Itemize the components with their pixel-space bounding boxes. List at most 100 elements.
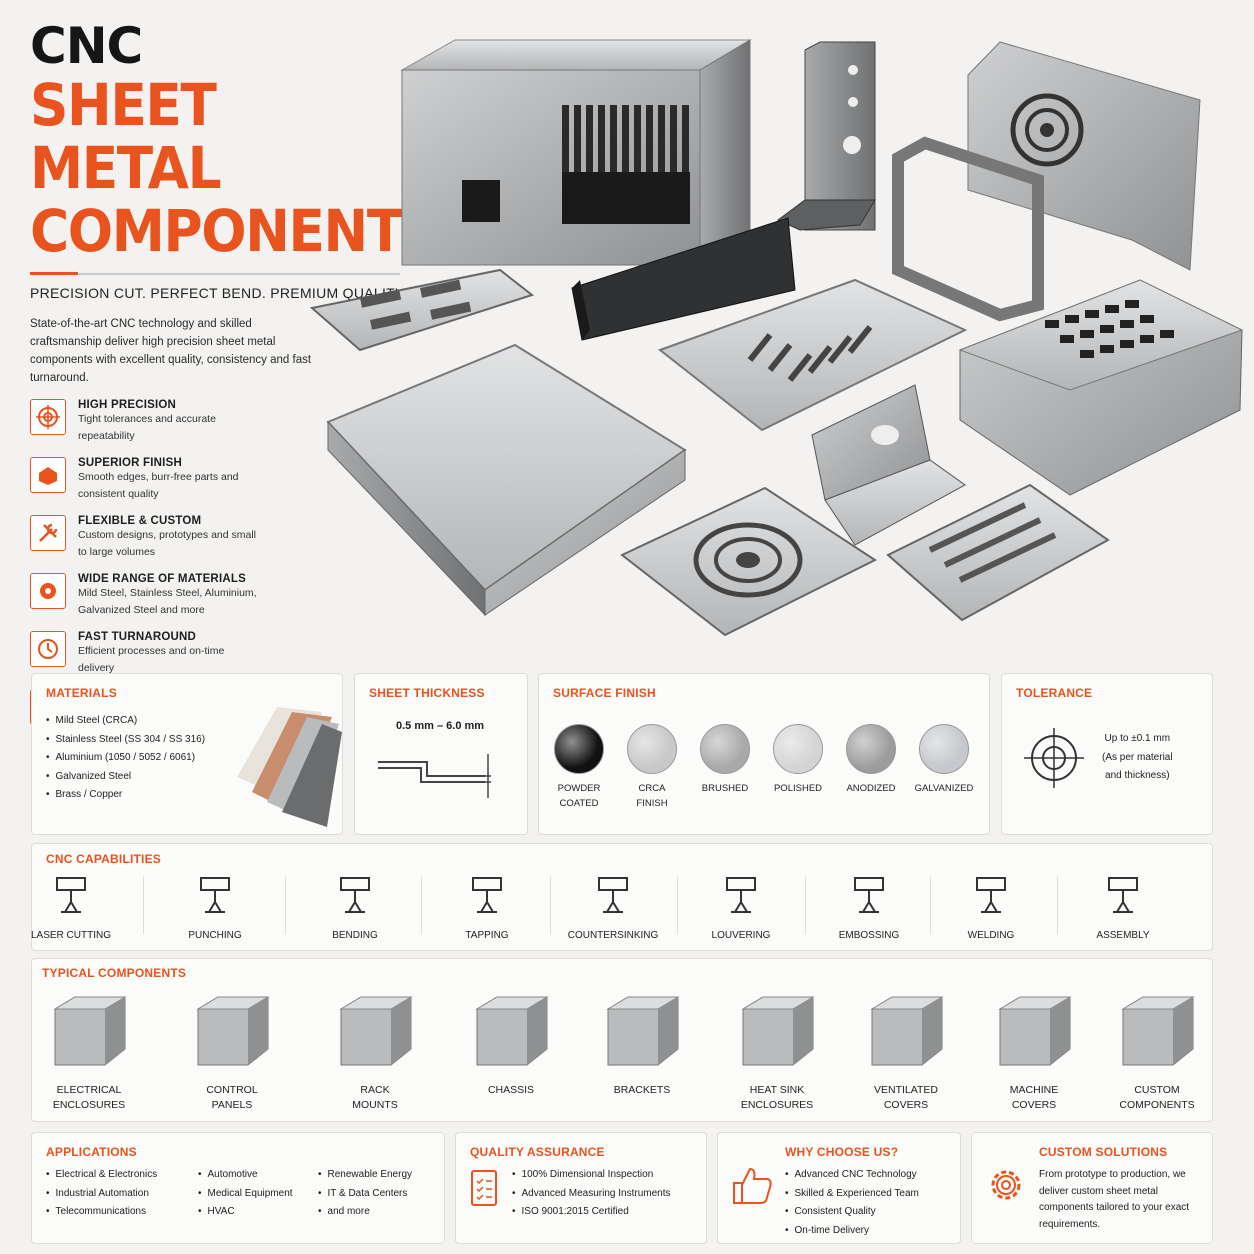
finish-label-line-2: COATED <box>559 798 599 809</box>
thickness-range: 0.5 mm – 6.0 mm <box>396 720 485 732</box>
capability-label: BENDING <box>332 930 378 941</box>
feature-item: FLEXIBLE & CUSTOM Custom designs, prototy… <box>30 515 410 561</box>
custom-text: From prototype to production, we deliver… <box>1039 1169 1190 1230</box>
finish-swatch <box>846 724 896 774</box>
why-title: WHY CHOOSE US? <box>785 1145 899 1159</box>
crosshair-icon <box>1024 728 1084 788</box>
quality-item: 100% Dimensional Inspection <box>512 1166 670 1185</box>
feature-title: WIDE RANGE OF MATERIALS <box>78 573 246 585</box>
feature-desc: Custom designs, prototypes and small to … <box>78 529 257 558</box>
tools-icon <box>30 515 66 551</box>
tolerance-line-1: Up to ±0.1 mm <box>1104 733 1171 744</box>
why-item: Advanced CNC Technology <box>785 1166 919 1185</box>
finish-label: GALVANIZED <box>904 781 984 796</box>
quality-list: 100% Dimensional InspectionAdvanced Meas… <box>512 1166 671 1222</box>
checklist-icon <box>471 1170 497 1206</box>
tagline: PRECISION CUT. PERFECT BEND. PREMIUM QUA… <box>30 285 408 301</box>
feature-desc: Tight tolerances and accurate repeatabil… <box>78 413 216 442</box>
quality-item: Advanced Measuring Instruments <box>512 1185 671 1204</box>
component-label: HEAT SINK ENCLOSURES <box>717 1083 837 1113</box>
countersinking-icon <box>589 872 637 920</box>
capabilities-title: CNC CAPABILITIES <box>46 852 161 866</box>
control-panel-image <box>184 989 280 1075</box>
applications-col-3: Renewable EnergyIT & Data Centersand mor… <box>318 1166 413 1222</box>
component-label-line-1: CUSTOM <box>1134 1084 1180 1096</box>
materials-card: MATERIALS Mild Steel (CRCA)Stainless Ste… <box>31 673 343 835</box>
component-label-line-2: COVERS <box>883 1099 929 1111</box>
z-bracket-part <box>811 384 966 546</box>
why-item: Consistent Quality <box>785 1203 919 1222</box>
thumbs-up-icon <box>733 1167 772 1204</box>
component-label-line-2: ENCLOSURES <box>740 1099 814 1111</box>
tolerance-line-3: and thickness) <box>1105 770 1170 781</box>
application-item: Electrical & Electronics <box>46 1166 158 1185</box>
target-icon <box>30 399 66 435</box>
finish-swatch <box>554 724 604 774</box>
custom-component-image <box>1109 989 1205 1075</box>
applications-col-1: Electrical & ElectronicsIndustrial Autom… <box>46 1166 158 1222</box>
ventilated-cover-image <box>858 989 954 1075</box>
material-item: Brass / Copper <box>46 786 205 805</box>
finish-label: POLISHED <box>758 781 838 796</box>
material-sheets-image <box>237 707 342 827</box>
capability-divider <box>930 876 931 934</box>
chassis-image <box>463 989 559 1075</box>
application-item: Renewable Energy <box>318 1166 413 1185</box>
capability-label: WELDING <box>967 930 1015 941</box>
capability-divider <box>805 876 806 934</box>
assembly-icon <box>1099 872 1147 920</box>
thickness-title: SHEET THICKNESS <box>369 686 485 700</box>
component-label-line-1: CONTROL <box>206 1084 258 1096</box>
bracket-part <box>777 41 876 231</box>
materials-title: MATERIALS <box>46 686 117 700</box>
capability-divider <box>421 876 422 934</box>
material-item: Mild Steel (CRCA) <box>46 712 205 731</box>
finish-swatch <box>773 724 823 774</box>
material-item: Stainless Steel (SS 304 / SS 316) <box>46 731 206 750</box>
feature-desc: Smooth edges, burr-free parts and consis… <box>78 471 239 500</box>
surface-finish-title: SURFACE FINISH <box>553 686 656 700</box>
feature-text: FLEXIBLE & CUSTOM Custom designs, prototy… <box>78 515 258 561</box>
bracket-image <box>594 989 690 1075</box>
finish-label-line-1: POWDER <box>557 783 601 794</box>
gear-icon <box>991 1170 1021 1200</box>
finish-label: POWDER COATED <box>539 781 619 811</box>
applications-card: APPLICATIONS Electrical & ElectronicsInd… <box>31 1132 445 1244</box>
hero-section: CNC SHEET METAL COMPONENTS PRECISION CUT… <box>30 18 1244 725</box>
title-components: COMPONENTS <box>30 197 440 265</box>
components-title: TYPICAL COMPONENTS <box>42 966 187 980</box>
feature-title: FLEXIBLE & CUSTOM <box>78 515 202 527</box>
clock-icon <box>30 631 66 667</box>
black-channel-part <box>571 217 796 341</box>
title-sheet-metal: SHEET METAL <box>30 71 222 202</box>
feature-title: SUPERIOR FINISH <box>78 457 182 469</box>
tolerance-text: Up to ±0.1 mm (As per material and thick… <box>1102 730 1173 786</box>
punching-icon <box>191 872 239 920</box>
materials-list: Mild Steel (CRCA)Stainless Steel (SS 304… <box>46 712 206 805</box>
why-item: Skilled & Experienced Team <box>785 1185 919 1204</box>
finish-swatch <box>919 724 969 774</box>
application-item: Medical Equipment <box>198 1185 293 1204</box>
tapping-icon <box>463 872 511 920</box>
custom-card: CUSTOM SOLUTIONS From prototype to produ… <box>971 1132 1213 1244</box>
component-label-line-1: CHASSIS <box>487 1084 535 1096</box>
component-label-line-1: HEAT SINK <box>749 1084 805 1096</box>
component-label: CHASSIS <box>451 1083 571 1098</box>
component-label-line-2: MOUNTS <box>352 1099 398 1111</box>
capability-label: EMBOSSING <box>838 930 900 941</box>
application-item: and more <box>318 1203 412 1222</box>
welding-icon <box>967 872 1015 920</box>
electrical-enclosure-image <box>41 989 137 1075</box>
finish-label-line-1: ANODIZED <box>846 783 896 794</box>
bending-icon <box>331 872 379 920</box>
why-card: WHY CHOOSE US? Advanced CNC TechnologySk… <box>717 1132 961 1244</box>
capability-label: LASER CUTTING <box>30 930 111 941</box>
applications-col-2: AutomotiveMedical EquipmentHVAC <box>198 1166 293 1222</box>
capability-label: ASSEMBLY <box>1096 930 1150 941</box>
